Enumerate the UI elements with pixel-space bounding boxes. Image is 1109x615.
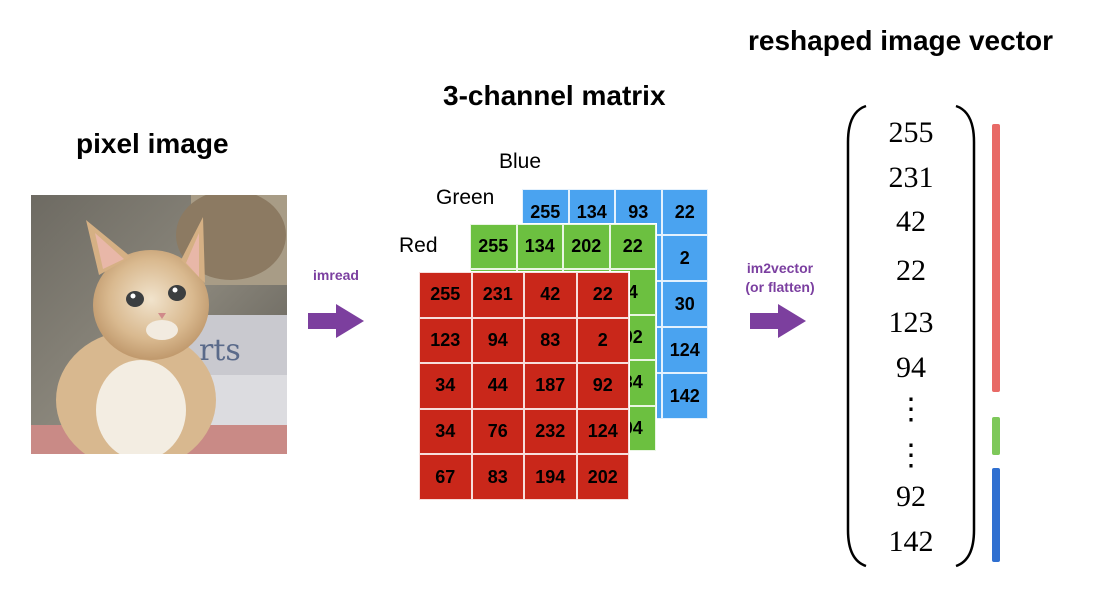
vector-value: 255: [888, 116, 934, 149]
red-channel-bar: [992, 124, 1000, 392]
blue-cell: 30: [661, 281, 708, 327]
red-cell: 44: [471, 363, 524, 409]
im2vector-label-line2: (or flatten): [745, 279, 815, 295]
green-cell: 202: [563, 224, 610, 270]
blue-channel-bar: [992, 468, 1000, 562]
red-cell: 94: [471, 317, 524, 364]
red-cell: 232: [524, 408, 577, 455]
blue-cell: 142: [661, 373, 708, 419]
red-cell: 83: [471, 454, 524, 500]
red-cell: 22: [576, 272, 629, 318]
right-arrow-icon: [308, 304, 364, 338]
svg-text:rts: rts: [199, 333, 241, 368]
vector-value: 142: [888, 525, 934, 558]
red-cell: 2: [576, 317, 629, 364]
red-cell: 123: [419, 317, 472, 364]
vector-value: 92: [896, 480, 926, 513]
green-cell: 255: [470, 224, 517, 270]
red-cell: 255: [419, 272, 472, 318]
blue-channel-label: Blue: [499, 150, 542, 173]
vector-parentheses: [846, 104, 976, 568]
vector-value: 42: [896, 205, 926, 238]
vector-ellipsis: ⋮: [896, 439, 926, 472]
red-cell: 34: [419, 363, 472, 409]
red-cell: 83: [524, 317, 577, 364]
imread-label: imread: [313, 267, 359, 283]
red-cell: 42: [524, 272, 577, 318]
red-cell: 92: [576, 363, 629, 409]
red-cell: 67: [419, 454, 472, 500]
blue-cell: 124: [661, 327, 708, 373]
matrix-title: 3-channel matrix: [443, 80, 666, 111]
kitten-photo: rts: [31, 195, 287, 454]
green-cell: 22: [609, 224, 656, 270]
red-cell: 124: [576, 408, 629, 455]
vector-value: 231: [888, 161, 934, 194]
green-channel-label: Green: [436, 186, 495, 209]
vector-value: 22: [896, 254, 926, 287]
blue-cell: 2: [661, 235, 708, 281]
vector-title: reshaped image vector: [748, 25, 1054, 56]
vector-value: 123: [888, 306, 934, 339]
red-cell: 202: [576, 454, 629, 500]
red-cell: 231: [471, 272, 524, 318]
im2vector-label: im2vector (or flatten): [730, 259, 830, 297]
pixel-image-title: pixel image: [76, 128, 229, 159]
blue-cell: 22: [661, 189, 708, 235]
red-channel-label: Red: [399, 234, 438, 257]
green-cell: 134: [516, 224, 563, 270]
red-cell: 194: [524, 454, 577, 500]
red-cell: 76: [471, 408, 524, 455]
right-arrow-icon: [750, 304, 806, 338]
green-channel-bar: [992, 417, 1000, 455]
im2vector-label-line1: im2vector: [746, 260, 814, 276]
vector-value: 94: [896, 351, 926, 384]
red-cell: 34: [419, 408, 472, 455]
vector-ellipsis: ⋮: [896, 393, 926, 426]
red-cell: 187: [524, 363, 577, 409]
